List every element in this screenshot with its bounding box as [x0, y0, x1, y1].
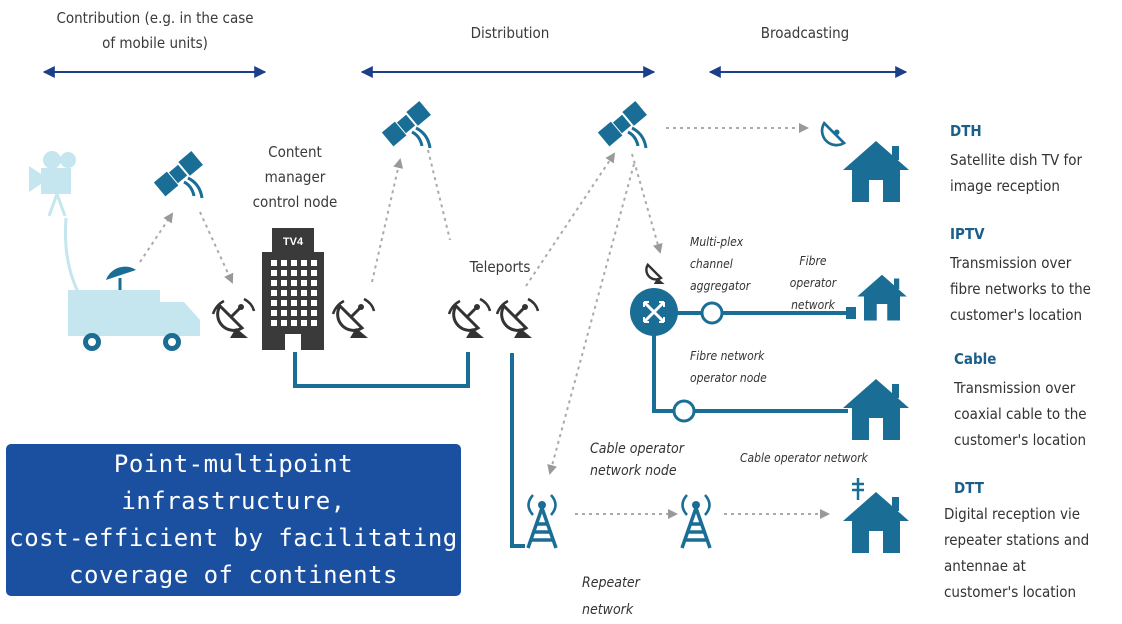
service-description: Digital reception vie repeater stations … [944, 505, 1090, 601]
building-window [281, 320, 287, 326]
content-manager-label: Content manager control node [252, 143, 338, 211]
building-window [291, 280, 297, 286]
building-window [291, 260, 297, 266]
cable-operator-node-label: Cable operator network node [590, 441, 684, 479]
building-window [291, 270, 297, 276]
building-window [311, 300, 317, 306]
building-window [271, 300, 277, 306]
contribution-header: Contribution (e.g. in the case of mobile… [56, 9, 254, 52]
dish-antenna-icon [495, 297, 540, 340]
building-window [271, 320, 277, 326]
dish-antenna-icon [211, 297, 256, 340]
building-window [271, 260, 277, 266]
teleports-label: Teleports [469, 258, 531, 276]
building-icon: TV4 [262, 228, 324, 350]
distribution-header: Distribution [470, 24, 550, 42]
building-window [281, 300, 287, 306]
building-window [301, 320, 307, 326]
satellite-icon [380, 99, 433, 150]
building-window [291, 290, 297, 296]
building-window [311, 280, 317, 286]
building-window [311, 310, 317, 316]
service-description: Transmission over fibre networks to the … [950, 254, 1091, 324]
building-window [271, 280, 277, 286]
building-window [291, 310, 297, 316]
building-window [301, 310, 307, 316]
building-window [271, 310, 277, 316]
dish-antenna-icon [645, 262, 665, 284]
dish-antenna-icon [447, 297, 492, 340]
fibre-network-node-label: Fibre network operator node [690, 349, 767, 385]
cable-operator-network-label: Cable operator network [740, 451, 868, 465]
building-window [311, 290, 317, 296]
repeater-network-label: Repeater network [582, 575, 640, 618]
transmission-tower-icon [526, 493, 558, 550]
router-node-icon [630, 288, 678, 336]
building-window [281, 310, 287, 316]
service-title: IPTV [950, 225, 985, 243]
service-description: Satellite dish TV for image reception [950, 151, 1083, 195]
building-window [311, 260, 317, 266]
building-window [301, 290, 307, 296]
house-icon [843, 141, 909, 202]
dotted-links [139, 123, 830, 519]
fibre-node [700, 301, 724, 325]
satellite-icon [152, 149, 205, 200]
building-window [301, 260, 307, 266]
satellite-icon [596, 99, 649, 150]
network-lines [293, 311, 852, 548]
building-window [281, 280, 287, 286]
building-window [291, 320, 297, 326]
building-window [291, 300, 297, 306]
building-window [281, 270, 287, 276]
service-title: DTT [954, 479, 984, 497]
svg-text:TV4: TV4 [283, 236, 304, 248]
video-camera-icon [29, 151, 76, 217]
building-window [311, 320, 317, 326]
building-window [271, 270, 277, 276]
building-window [301, 280, 307, 286]
building-window [311, 270, 317, 276]
house-icon [857, 274, 907, 321]
callout-box: Point-multipoint infrastructure, cost-ef… [6, 444, 461, 596]
building-window [281, 260, 287, 266]
broadcast-van-icon [68, 266, 200, 351]
building-window [271, 290, 277, 296]
service-description: Transmission over coaxial cable to the c… [954, 379, 1087, 449]
building-door [285, 334, 301, 350]
house-icon [843, 379, 909, 440]
fibre-endpoint [846, 307, 856, 319]
house-icon [843, 492, 909, 553]
building-window [301, 300, 307, 306]
roof-antenna-icon [852, 478, 864, 500]
building-window [281, 290, 287, 296]
service-title: Cable [954, 350, 997, 368]
transmission-tower-icon [680, 493, 712, 550]
dish-antenna-icon [331, 297, 376, 340]
cable-node [672, 399, 696, 423]
broadcasting-header: Broadcasting [760, 24, 850, 42]
multiplex-label: Multi-plex channel aggregator [690, 235, 751, 293]
fibre-operator-network-label: Fibre operator network [789, 254, 837, 312]
building-window [301, 270, 307, 276]
dish-antenna-icon [820, 121, 847, 147]
service-title: DTH [950, 122, 982, 140]
